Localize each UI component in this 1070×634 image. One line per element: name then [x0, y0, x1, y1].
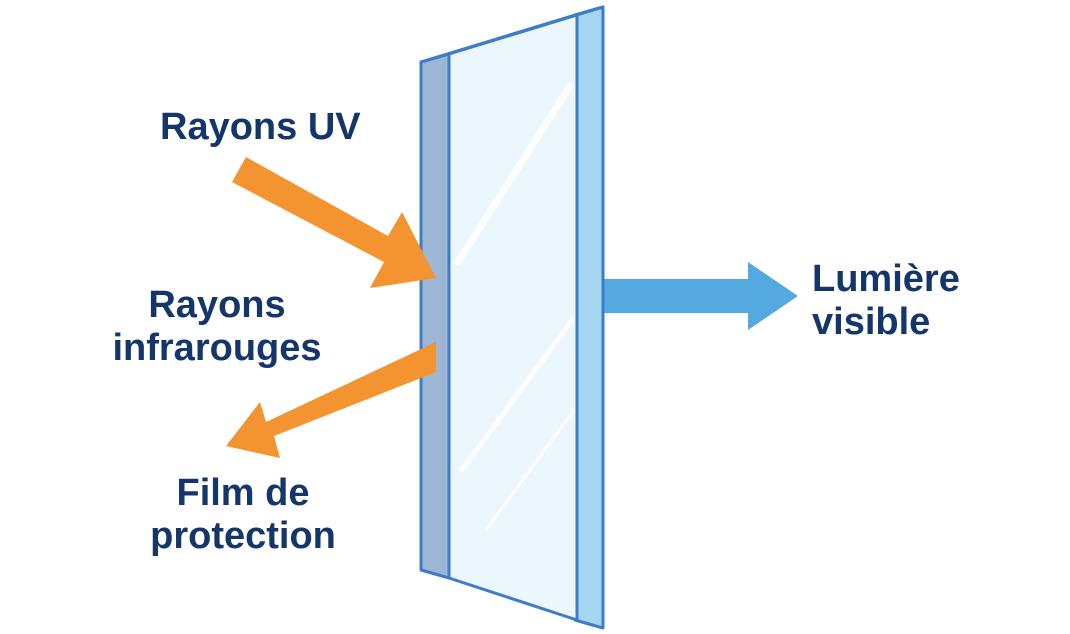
visible-light-label-line-1: Lumière: [812, 258, 960, 300]
infrared-rays-label: Rayons infrarouges: [92, 284, 342, 370]
uv-rays-label: Rayons UV: [160, 106, 361, 149]
uv-rays-label-text: Rayons UV: [160, 106, 361, 148]
infrared-rays-label-line-2: infrarouges: [112, 327, 322, 369]
protection-film-label-line-2: protection: [150, 515, 336, 557]
infrared-rays-arrow-icon: [226, 342, 436, 458]
protection-film-layer: [419, 52, 451, 580]
uv-rays-arrow-icon: [232, 157, 436, 288]
infrared-rays-label-line-1: Rayons: [148, 284, 286, 326]
glass-highlight: [459, 317, 575, 473]
glass-highlight: [454, 82, 574, 266]
protection-film-label: Film de protection: [138, 472, 348, 558]
glass-edge: [573, 5, 605, 630]
visible-light-label: Lumière visible: [812, 258, 960, 344]
visible-light-arrow-icon: [598, 262, 798, 330]
visible-light-label-line-2: visible: [812, 301, 931, 343]
glass-highlight: [484, 408, 576, 532]
protection-film-label-line-1: Film de: [176, 472, 310, 514]
